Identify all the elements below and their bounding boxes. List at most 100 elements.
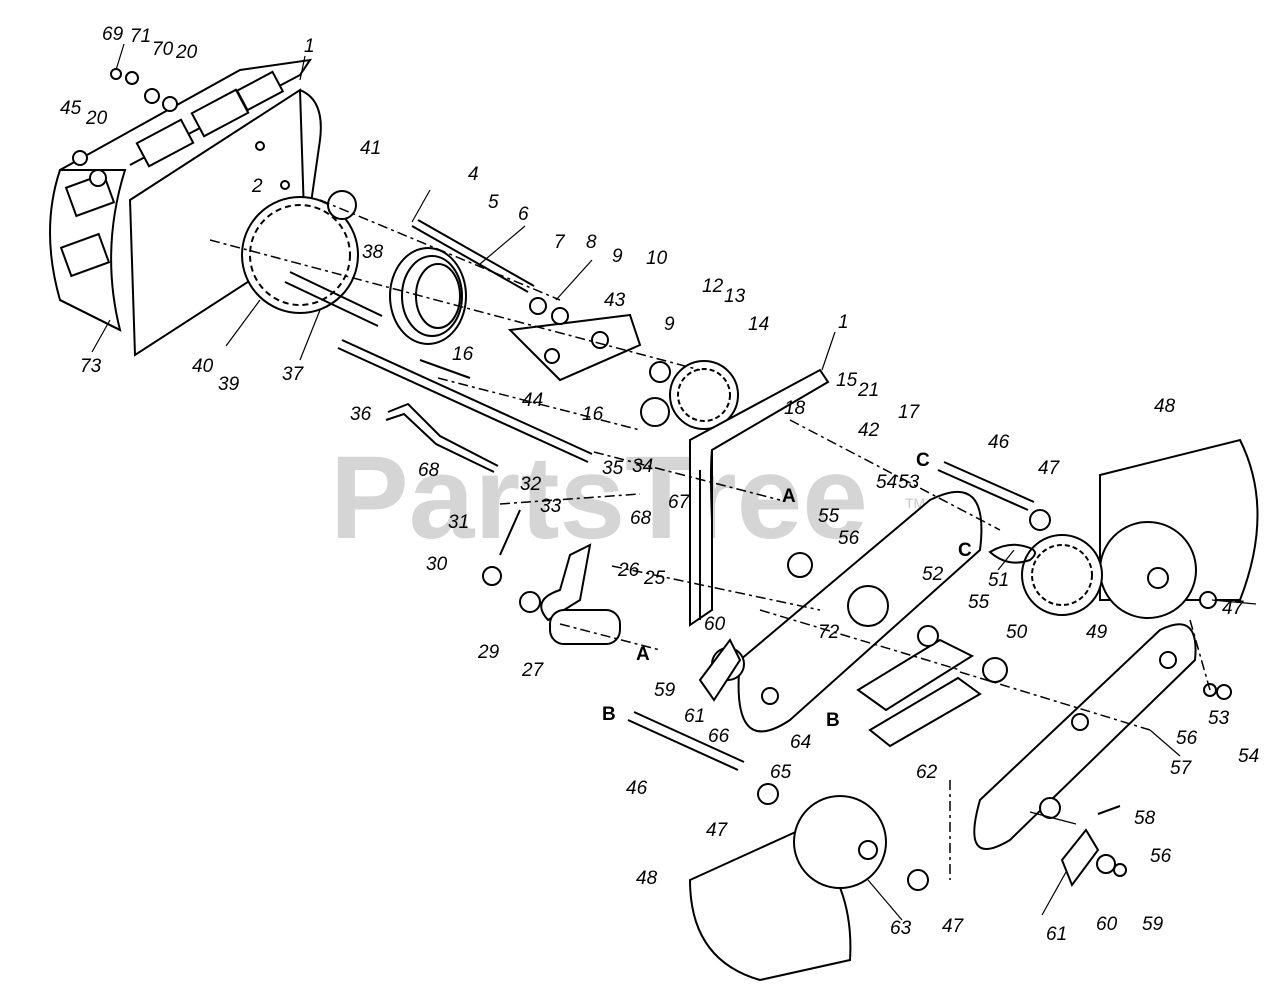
part-label: 44 — [522, 390, 543, 411]
part-label: 27 — [521, 660, 545, 681]
chain-links — [988, 543, 1036, 564]
part-label: 42 — [858, 420, 880, 441]
part-label: 46 — [626, 778, 648, 799]
part-label: 38 — [362, 242, 384, 263]
part-label: 53 — [1208, 708, 1230, 729]
part-label: 7 — [554, 232, 566, 253]
part-label: 15 — [836, 370, 858, 391]
part-label: 57 — [1170, 758, 1193, 779]
rods — [337, 339, 593, 473]
part-label: 16 — [582, 404, 604, 425]
pulley — [389, 247, 467, 345]
part-label: 2 — [251, 176, 263, 197]
part-label: 47 — [1222, 598, 1245, 619]
part-label: 58 — [1134, 808, 1156, 829]
leader-lines — [91, 43, 1257, 921]
part-label: 70 — [152, 39, 174, 60]
part-label: 17 — [898, 402, 921, 423]
part-label: 61 — [684, 706, 705, 727]
alignment-lines — [209, 199, 1211, 880]
part-label: 56 — [1176, 728, 1198, 749]
letter-label: B — [602, 704, 616, 725]
part-label: 54 — [1238, 746, 1259, 767]
small-sprocket — [640, 360, 739, 430]
part-label: 67 — [668, 492, 691, 513]
part-label: 13 — [724, 286, 746, 307]
part-label: 69 — [102, 24, 124, 45]
part-label: 20 — [85, 108, 108, 129]
center-lock-plate — [698, 638, 742, 702]
part-label: 59 — [1142, 914, 1164, 935]
part-label: 60 — [704, 614, 726, 635]
part-label: 51 — [988, 570, 1009, 591]
letter-label: B — [826, 710, 840, 731]
part-label: 52 — [922, 564, 944, 585]
part-label: 61 — [1046, 924, 1067, 945]
part-label: 9 — [612, 246, 623, 267]
part-label: 54 — [876, 472, 897, 493]
part-label: 25 — [643, 568, 666, 589]
part-label: 41 — [360, 138, 381, 159]
part-label: 14 — [748, 314, 769, 335]
part-label: 8 — [586, 232, 597, 253]
part-label: 48 — [1154, 396, 1176, 417]
lower-bracket — [856, 638, 982, 748]
part-label: 55 — [968, 592, 990, 613]
part-label: 1 — [838, 312, 849, 333]
part-label: 63 — [890, 918, 912, 939]
part-label: 33 — [540, 496, 562, 517]
part-label: 34 — [632, 456, 653, 477]
part-label: 50 — [1006, 622, 1028, 643]
lower-axle — [627, 711, 779, 805]
part-number-labels: 69 71 70 20 1 45 20 2 41 4 5 6 7 8 9 10 … — [60, 24, 1259, 945]
part-label: 31 — [448, 512, 469, 533]
right-hardware — [907, 591, 1232, 891]
mounting-bracket — [507, 297, 642, 382]
part-label: 4 — [468, 164, 479, 185]
lock-plate — [1060, 828, 1127, 888]
part-label: 18 — [784, 398, 806, 419]
part-label: 6 — [518, 204, 529, 225]
part-label: 40 — [192, 356, 214, 377]
part-label: 56 — [838, 528, 860, 549]
part-label: 20 — [175, 42, 198, 63]
part-label: 43 — [604, 290, 626, 311]
part-label: 47 — [1038, 458, 1061, 479]
part-label: 53 — [898, 472, 920, 493]
letter-label: A — [636, 644, 650, 665]
letter-label: A — [782, 486, 796, 507]
part-label: 35 — [602, 458, 624, 479]
center-plate — [689, 368, 830, 627]
part-label: 71 — [130, 26, 151, 47]
upper-axle — [937, 461, 1051, 531]
right-tine-wheel — [1021, 438, 1259, 619]
part-label: 36 — [350, 404, 372, 425]
upper-shaft — [411, 219, 535, 293]
part-label: 32 — [520, 474, 542, 495]
part-label: 72 — [818, 622, 840, 643]
part-label: 12 — [702, 276, 724, 297]
part-label: 47 — [942, 916, 965, 937]
part-label: 46 — [988, 432, 1010, 453]
part-label: 47 — [706, 820, 729, 841]
part-label: 59 — [654, 680, 676, 701]
part-label: 55 — [818, 506, 840, 527]
alignment-letters: A A B B C C — [602, 450, 972, 731]
part-label: 68 — [630, 508, 652, 529]
large-sprocket — [241, 190, 383, 327]
part-label: 60 — [1096, 914, 1118, 935]
part-label: 9 — [664, 314, 675, 335]
part-label: 39 — [218, 374, 240, 395]
part-label: 30 — [426, 554, 448, 575]
part-label: 1 — [304, 36, 315, 57]
part-label: 5 — [488, 192, 499, 213]
part-label: 48 — [636, 868, 658, 889]
part-label: 56 — [1150, 846, 1172, 867]
letter-label: C — [916, 450, 930, 471]
part-label: 73 — [80, 356, 102, 377]
part-label: 29 — [477, 642, 500, 663]
part-label: 16 — [452, 344, 474, 365]
part-label: 45 — [60, 98, 82, 119]
letter-label: C — [958, 540, 972, 561]
